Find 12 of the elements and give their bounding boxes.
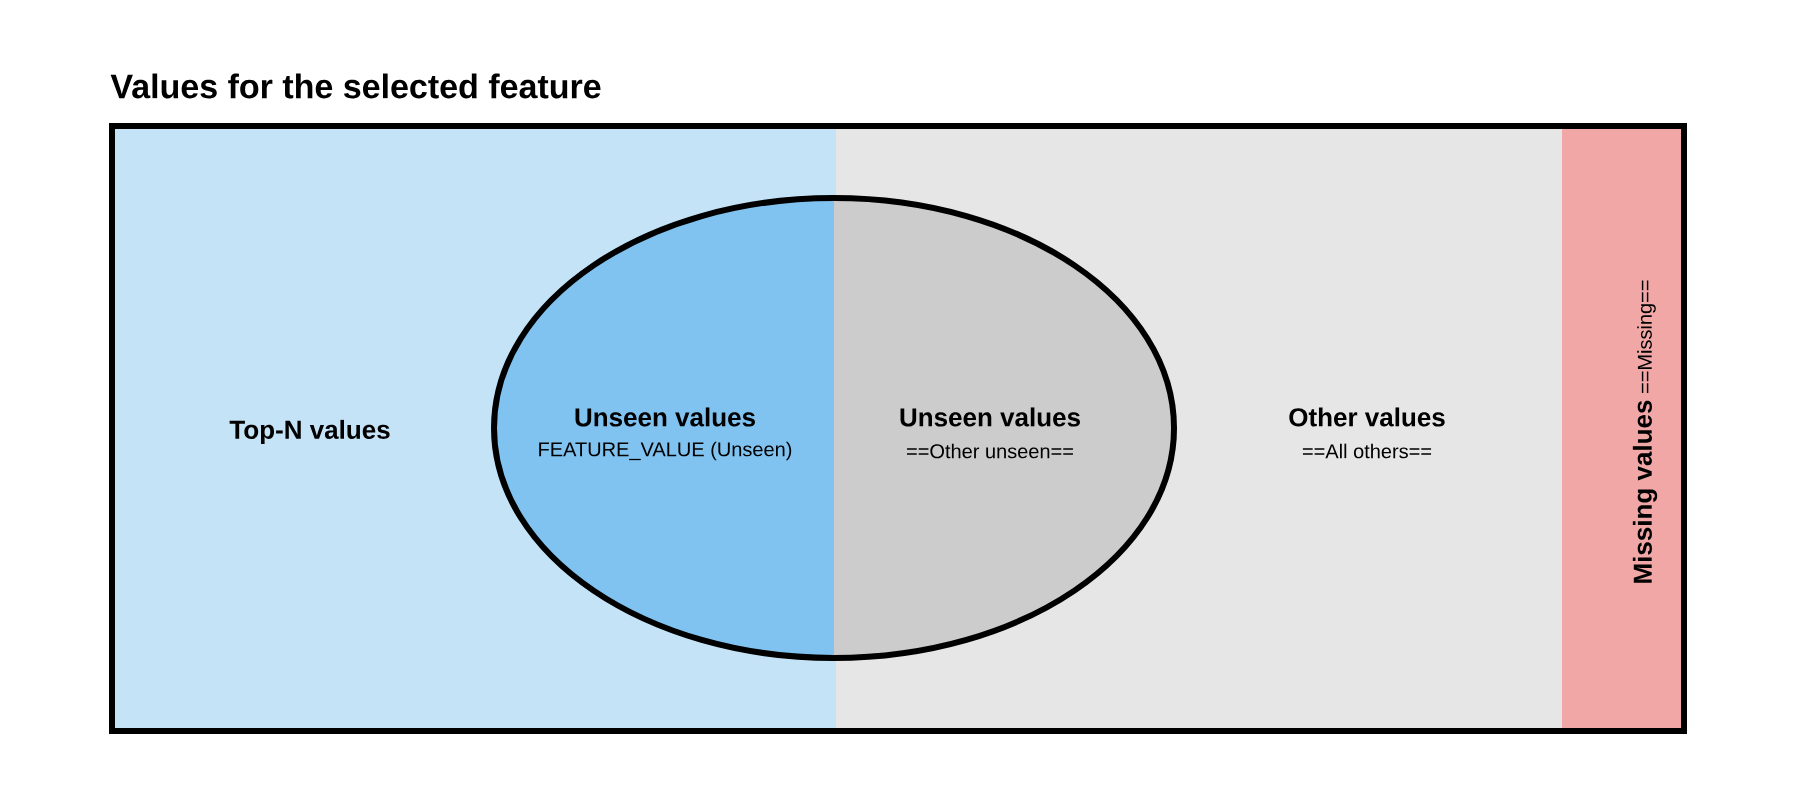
region-label: Unseen values bbox=[900, 407, 1080, 427]
region-label: Unseen values bbox=[575, 407, 755, 427]
title: Values for the selected feature bbox=[110, 73, 601, 99]
region-label: Other values bbox=[1289, 407, 1445, 427]
region-label: ==All others== bbox=[1302, 443, 1432, 459]
ellipse-half bbox=[834, 198, 1174, 658]
region-label: Top-N values bbox=[229, 419, 390, 445]
region-label: Missing values ==Missing== bbox=[1632, 280, 1658, 583]
ellipse-half bbox=[494, 198, 834, 658]
region-label: ==Other unseen== bbox=[907, 443, 1073, 459]
region-label: FEATURE_VALUE (Unseen) bbox=[539, 441, 792, 461]
region-band bbox=[1562, 126, 1684, 731]
